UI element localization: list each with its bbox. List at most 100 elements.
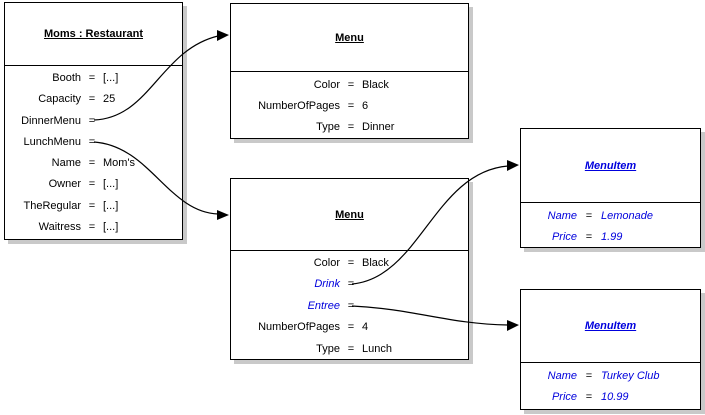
attribute-name: Price (551, 391, 577, 403)
attribute-row: Capacity = 25 (5, 89, 182, 110)
attribute-name: Capacity (38, 93, 81, 106)
attribute-name: Name (51, 157, 81, 170)
attribute-row: NumberOfPages = 6 (231, 96, 468, 117)
equals-sign: = (88, 72, 96, 84)
attribute-value: [...] (103, 72, 119, 84)
equals-sign: = (88, 157, 96, 170)
attribute-name: Name (547, 210, 577, 222)
attribute-name: Entree (307, 299, 340, 312)
object-title: Menu (335, 208, 364, 221)
equals-sign: = (347, 257, 355, 269)
attribute-name: LunchMenu (23, 135, 82, 148)
equals-sign: = (88, 114, 96, 127)
attribute-value: Black (362, 79, 389, 91)
equals-sign: = (88, 135, 96, 148)
attribute-value (362, 296, 468, 317)
arrowhead-dinnermenu-icon (217, 30, 229, 41)
attribute-name: Price (551, 231, 577, 243)
attribute-value: Mom's (103, 157, 136, 170)
attribute-name: TheRegular (23, 199, 81, 212)
attribute-row: Name = Turkey Club (521, 366, 700, 387)
attribute-value: 25 (103, 93, 116, 106)
equals-sign: = (347, 100, 355, 112)
attribute-name: Type (316, 342, 340, 355)
equals-sign: = (347, 79, 355, 91)
attribute-row: Price = 10.99 (521, 387, 700, 408)
attribute-value (103, 111, 182, 132)
equals-sign: = (585, 231, 593, 243)
equals-sign: = (88, 178, 96, 191)
attribute-row: Color = Black (231, 253, 468, 274)
attribute-value: Black (362, 257, 389, 269)
equals-sign: = (347, 278, 355, 291)
object-header: Menu (231, 4, 468, 72)
equals-sign: = (585, 370, 593, 382)
attribute-row: Color = Black (231, 75, 468, 96)
attribute-name: Booth (52, 72, 81, 84)
attribute-value: 6 (362, 100, 369, 112)
attribute-row: Entree = (231, 296, 468, 317)
attribute-name: Waitress (38, 221, 81, 234)
attribute-name: Color (313, 257, 340, 269)
equals-sign: = (88, 93, 96, 106)
attribute-row: Name = Mom's (5, 153, 182, 174)
equals-sign: = (88, 221, 96, 234)
attribute-name: Type (316, 121, 340, 133)
attribute-value: Lunch (362, 342, 392, 355)
attribute-value (103, 132, 182, 153)
object-header: Moms : Restaurant (5, 3, 182, 66)
arrowhead-entree-icon (507, 320, 519, 331)
attribute-row: Price = 1.99 (521, 227, 700, 248)
attribute-value: 4 (362, 321, 369, 334)
attribute-row: Drink = (231, 274, 468, 295)
attribute-name: DinnerMenu (21, 114, 81, 127)
attribute-name: Name (547, 370, 577, 382)
attribute-value: Turkey Club (601, 370, 660, 382)
equals-sign: = (347, 121, 355, 133)
attribute-value: 10.99 (601, 391, 629, 403)
attribute-name: NumberOfPages (258, 100, 340, 112)
object-box-restaurant[interactable]: Moms : Restaurant Booth = [...] Capacity = 25… (4, 2, 183, 240)
equals-sign: = (585, 210, 593, 222)
equals-sign: = (88, 199, 96, 212)
attribute-row: TheRegular = [...] (5, 196, 182, 217)
attribute-value: [...] (103, 199, 119, 212)
object-title: MenuItem (584, 159, 637, 172)
attribute-value: Lemonade (601, 210, 653, 222)
attribute-row: Waitress = [...] (5, 217, 182, 238)
object-title: Moms : Restaurant (43, 28, 144, 40)
attribute-value: [...] (103, 178, 119, 191)
attribute-row: Booth = [...] (5, 68, 182, 89)
equals-sign: = (347, 321, 355, 334)
attribute-value: Dinner (362, 121, 395, 133)
equals-sign: = (347, 299, 355, 312)
attribute-name: NumberOfPages (258, 321, 340, 334)
equals-sign: = (585, 391, 593, 403)
arrowhead-lunchmenu-icon (217, 210, 229, 220)
attribute-name: Color (313, 79, 340, 91)
attribute-value (362, 274, 468, 295)
equals-sign: = (347, 342, 355, 355)
object-header: MenuItem (521, 129, 700, 203)
attribute-value: 1.99 (601, 231, 623, 243)
attribute-row: NumberOfPages = 4 (231, 317, 468, 338)
object-title: MenuItem (584, 320, 637, 332)
attribute-value: [...] (103, 221, 119, 234)
arrowhead-drink-icon (507, 160, 519, 171)
attribute-row: DinnerMenu = (5, 111, 182, 132)
attribute-row: Type = Dinner (231, 117, 468, 138)
attribute-row: Type = Lunch (231, 339, 468, 360)
object-title: Menu (335, 31, 364, 44)
object-header: Menu (231, 179, 468, 251)
attribute-name: Drink (314, 278, 340, 291)
